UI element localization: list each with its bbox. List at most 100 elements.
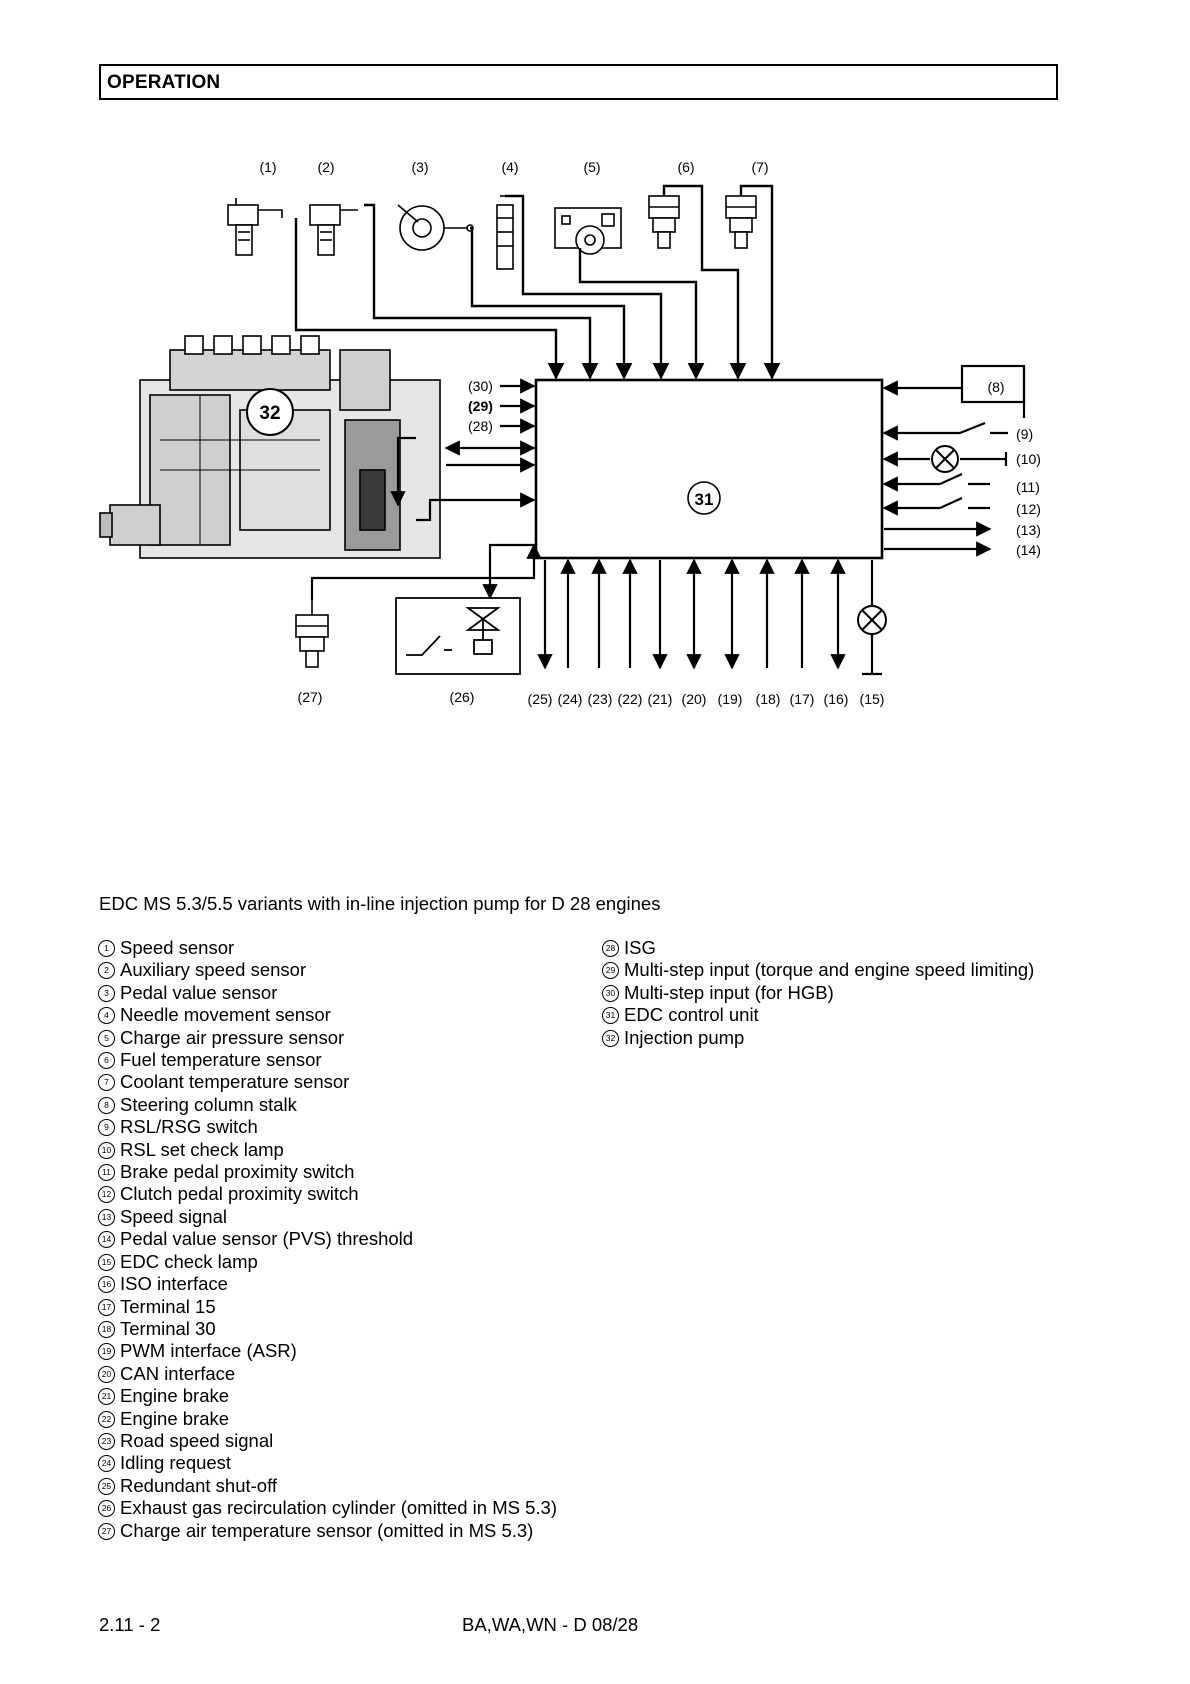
legend-label: EDC control unit: [624, 1004, 759, 1026]
label-15: (15): [860, 691, 885, 707]
rsl-lamp-icon: [931, 445, 959, 473]
label-8: (8): [987, 379, 1004, 395]
legend-number-badge: 4: [98, 1007, 115, 1025]
legend-number-badge: 14: [98, 1231, 115, 1249]
label-10: (10): [1016, 451, 1041, 467]
legend-number-badge: 11: [98, 1164, 115, 1182]
legend-number-badge: 3: [98, 984, 115, 1002]
legend-number-badge: 10: [98, 1141, 115, 1159]
label-18: (18): [756, 691, 781, 707]
document-code: BA,WA,WN - D 08/28: [462, 1614, 639, 1635]
legend-number-badge: 29: [602, 962, 619, 980]
legend-label: Charge air temperature sensor (omitted i…: [120, 1519, 534, 1541]
label-24: (24): [558, 691, 583, 707]
figure-caption: EDC MS 5.3/5.5 variants with in-line inj…: [99, 893, 661, 914]
label-4: (4): [501, 159, 518, 175]
legend-number-badge: 23: [98, 1432, 115, 1450]
edc-wiring-diagram: 32 31: [99, 159, 1041, 707]
right-side-io: [882, 366, 1026, 557]
legend-number-badge: 31: [602, 1007, 619, 1025]
pedal-value-sensor-icon: [397, 204, 474, 251]
legend-number-badge: 30: [602, 984, 619, 1002]
legend-item: 30 Multi-step input (for HGB): [600, 982, 1060, 1004]
legend-number-badge: 27: [98, 1522, 115, 1540]
left-inputs: [310, 378, 542, 600]
label-30: (30): [468, 378, 493, 394]
section-header: OPERATION: [99, 64, 1058, 100]
legend-label: RSL set check lamp: [120, 1138, 284, 1160]
label-21: (21): [648, 691, 673, 707]
label-28: (28): [468, 418, 493, 434]
legend-item: 26 Exhaust gas recirculation cylinder (om…: [96, 1497, 656, 1519]
injection-pump-illustration: [99, 335, 441, 559]
legend-label: Fuel temperature sensor: [120, 1049, 322, 1071]
label-3: (3): [411, 159, 428, 175]
legend-number-badge: 7: [98, 1074, 115, 1092]
legend-number-badge: 6: [98, 1052, 115, 1070]
legend-item: 10 RSL set check lamp: [96, 1139, 656, 1161]
charge-air-temperature-sensor-icon: [295, 600, 329, 668]
label-20: (20): [682, 691, 707, 707]
legend-number-badge: 28: [602, 940, 619, 957]
label-7: (7): [751, 159, 768, 175]
legend-number-badge: 2: [98, 962, 115, 980]
label-9: (9): [1016, 426, 1033, 442]
section-title: OPERATION: [107, 72, 221, 93]
legend-number-badge: 12: [98, 1186, 115, 1204]
legend-item: 27 Charge air temperature sensor (omitted…: [96, 1520, 656, 1542]
legend-label: Exhaust gas recirculation cylinder (omit…: [120, 1497, 557, 1519]
legend-label: PWM interface (ASR): [120, 1340, 297, 1362]
legend-label: EDC check lamp: [120, 1250, 258, 1272]
sensor-wiring: [294, 184, 781, 380]
legend-item: 12 Clutch pedal proximity switch: [96, 1183, 656, 1205]
label-17: (17): [790, 691, 815, 707]
bottom-io: [537, 558, 882, 676]
legend-label: ISO interface: [120, 1273, 228, 1295]
legend-label: Engine brake: [120, 1385, 230, 1407]
legend-label: Speed sensor: [120, 937, 235, 958]
label-25: (25): [528, 691, 553, 707]
legend-label: Terminal 30: [120, 1317, 216, 1339]
legend-label: Clutch pedal proximity switch: [120, 1183, 359, 1205]
label-14: (14): [1016, 542, 1041, 558]
legend-label: RSL/RSG switch: [120, 1116, 258, 1138]
edc-control-unit-box: [534, 378, 884, 560]
label-19: (19): [718, 691, 743, 707]
legend-number-badge: 25: [98, 1477, 115, 1495]
legend-number-badge: 20: [98, 1365, 115, 1383]
legend-label: Multi-step input (for HGB): [624, 981, 834, 1003]
label-2: (2): [317, 159, 334, 175]
control-unit-number: 31: [695, 490, 714, 509]
legend-label: Injection pump: [624, 1026, 745, 1048]
legend-label: Terminal 15: [120, 1295, 216, 1317]
legend-number-badge: 26: [98, 1500, 115, 1518]
legend-label: Steering column stalk: [120, 1093, 297, 1115]
legend-label: Road speed signal: [120, 1429, 274, 1451]
legend-number-badge: 1: [98, 940, 115, 957]
legend-number-badge: 9: [98, 1119, 115, 1137]
label-16: (16): [824, 691, 849, 707]
legend-label: Redundant shut-off: [120, 1474, 278, 1496]
legend-item: 25 Redundant shut-off: [96, 1475, 656, 1497]
control-unit-number-circle: [687, 481, 721, 515]
speed-sensor-icon: [227, 198, 283, 256]
label-13: (13): [1016, 522, 1041, 538]
fuel-temperature-sensor-icon: [648, 195, 680, 249]
